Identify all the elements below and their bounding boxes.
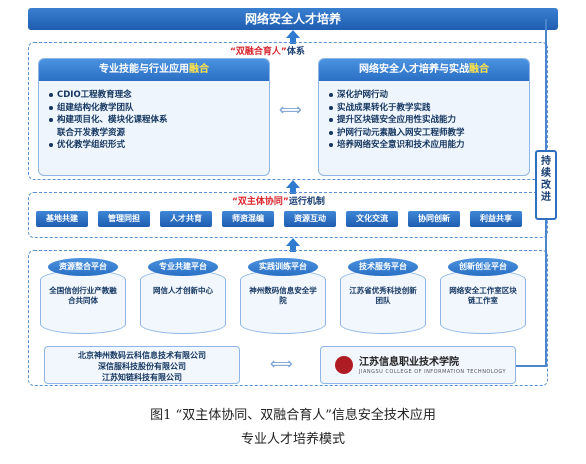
dual-fusion-title: “双融合育人”体系: [230, 47, 305, 57]
platform-name: 资源整合平台: [48, 258, 118, 276]
school-box: 江苏信息职业技术学院 JIANGSU COLLEGE OF INFORMATIO…: [320, 346, 516, 384]
platform-card: 创新创业平台 网络安全工作室区块链工作室: [440, 258, 526, 334]
platform-name: 创新创业平台: [448, 258, 518, 276]
right-panel: 网络安全人才培养与实战融合 深化护网行动 实战成果转化于教学实践 提升区块链安全…: [318, 58, 530, 176]
platform-text: 网络安全工作室区块链工作室: [449, 286, 517, 305]
platform-text: 网信人才创新中心: [153, 286, 213, 295]
dual-subject-title: “双主体协同”运行机制: [232, 197, 325, 207]
school-name: 江苏信息职业技术学院: [359, 357, 459, 368]
double-arrow-icon: ⟺: [279, 100, 302, 119]
mechanism-chip: 协同创新: [408, 211, 460, 227]
dual-fusion-section: [28, 42, 548, 180]
list-item: 提升区块链安全应用性实战能力: [329, 114, 523, 127]
platform-text: 全国信创行业产教融合共同体: [49, 286, 117, 305]
platform-name: 实践训练平台: [248, 258, 318, 276]
list-item: CDIO工程教育理念: [49, 89, 263, 102]
platform-card: 专业共建平台 网信人才创新中心: [140, 258, 226, 334]
list-item: 护网行动元素融入网安工程师教学: [329, 127, 523, 140]
list-item: 实战成果转化于教学实践: [329, 102, 523, 115]
continuous-improvement-label: 持续改进: [535, 150, 557, 220]
platform-name: 技术服务平台: [348, 258, 418, 276]
platform-card: 技术服务平台 江苏省优秀科技创新团队: [340, 258, 426, 334]
company-box: 北京神州数码云科信息技术有限公司 深信服科技股份有限公司 江苏知链科技有限公司: [44, 346, 240, 384]
platform-card: 实践训练平台 神州数码信息安全学院: [240, 258, 326, 334]
mechanism-chip: 管理同担: [98, 211, 150, 227]
mechanism-chip: 人才共育: [160, 211, 212, 227]
school-english-name: JIANGSU COLLEGE OF INFORMATION TECHNOLOG…: [359, 369, 507, 375]
mechanism-chip: 基地共建: [36, 211, 88, 227]
figure-caption: 图1 “双主体协同、双融合育人”信息安全技术应用: [150, 408, 436, 423]
left-panel: 专业技能与行业应用融合 CDIO工程教育理念 组建结构化教学团队 构建项目化、模…: [38, 58, 270, 176]
feedback-line: [545, 19, 547, 150]
feedback-line: [545, 220, 547, 366]
up-arrow-icon: [286, 30, 300, 44]
list-item: 优化教学组织形式: [49, 139, 263, 152]
feedback-line: [516, 365, 547, 367]
right-panel-list: 深化护网行动 实战成果转化于教学实践 提升区块链安全应用性实战能力 护网行动元素…: [329, 89, 523, 152]
company-name: 深信服科技股份有限公司: [98, 362, 186, 371]
top-title-bar: 网络安全人才培养: [28, 8, 558, 30]
list-item: 构建项目化、模块化课程体系: [49, 114, 263, 127]
school-seal-icon: [335, 356, 353, 374]
list-item: 深化护网行动: [329, 89, 523, 102]
platform-text: 江苏省优秀科技创新团队: [349, 286, 417, 305]
up-arrow-icon: [286, 238, 300, 252]
company-name: 北京神州数码云科信息技术有限公司: [78, 351, 206, 360]
list-item: 培养网络安全意识和技术应用能力: [329, 139, 523, 152]
company-name: 江苏知链科技有限公司: [102, 373, 182, 382]
list-item: 联合开发教学资源: [57, 127, 126, 138]
figure-caption-line2: 专业人才培养模式: [240, 432, 345, 447]
platform-section: [28, 250, 548, 386]
platform-text: 神州数码信息安全学院: [249, 286, 317, 305]
double-arrow-icon: ⟺: [270, 354, 293, 373]
up-arrow-icon: [286, 180, 300, 194]
platform-card: 资源整合平台 全国信创行业产教融合共同体: [40, 258, 126, 334]
top-title: 网络安全人才培养: [244, 12, 341, 26]
list-item: 组建结构化教学团队: [49, 102, 263, 115]
platform-name: 专业共建平台: [148, 258, 218, 276]
right-panel-title: 网络安全人才培养与实战融合: [319, 59, 529, 81]
left-panel-title: 专业技能与行业应用融合: [39, 59, 269, 81]
left-panel-list: CDIO工程教育理念 组建结构化教学团队 构建项目化、模块化课程体系 联合开发教…: [49, 89, 263, 152]
mechanism-chip: 资源互动: [284, 211, 336, 227]
mechanism-chip: 利益共享: [470, 211, 522, 227]
mechanism-chip: 师资混编: [222, 211, 274, 227]
mechanism-chip: 文化交流: [346, 211, 398, 227]
